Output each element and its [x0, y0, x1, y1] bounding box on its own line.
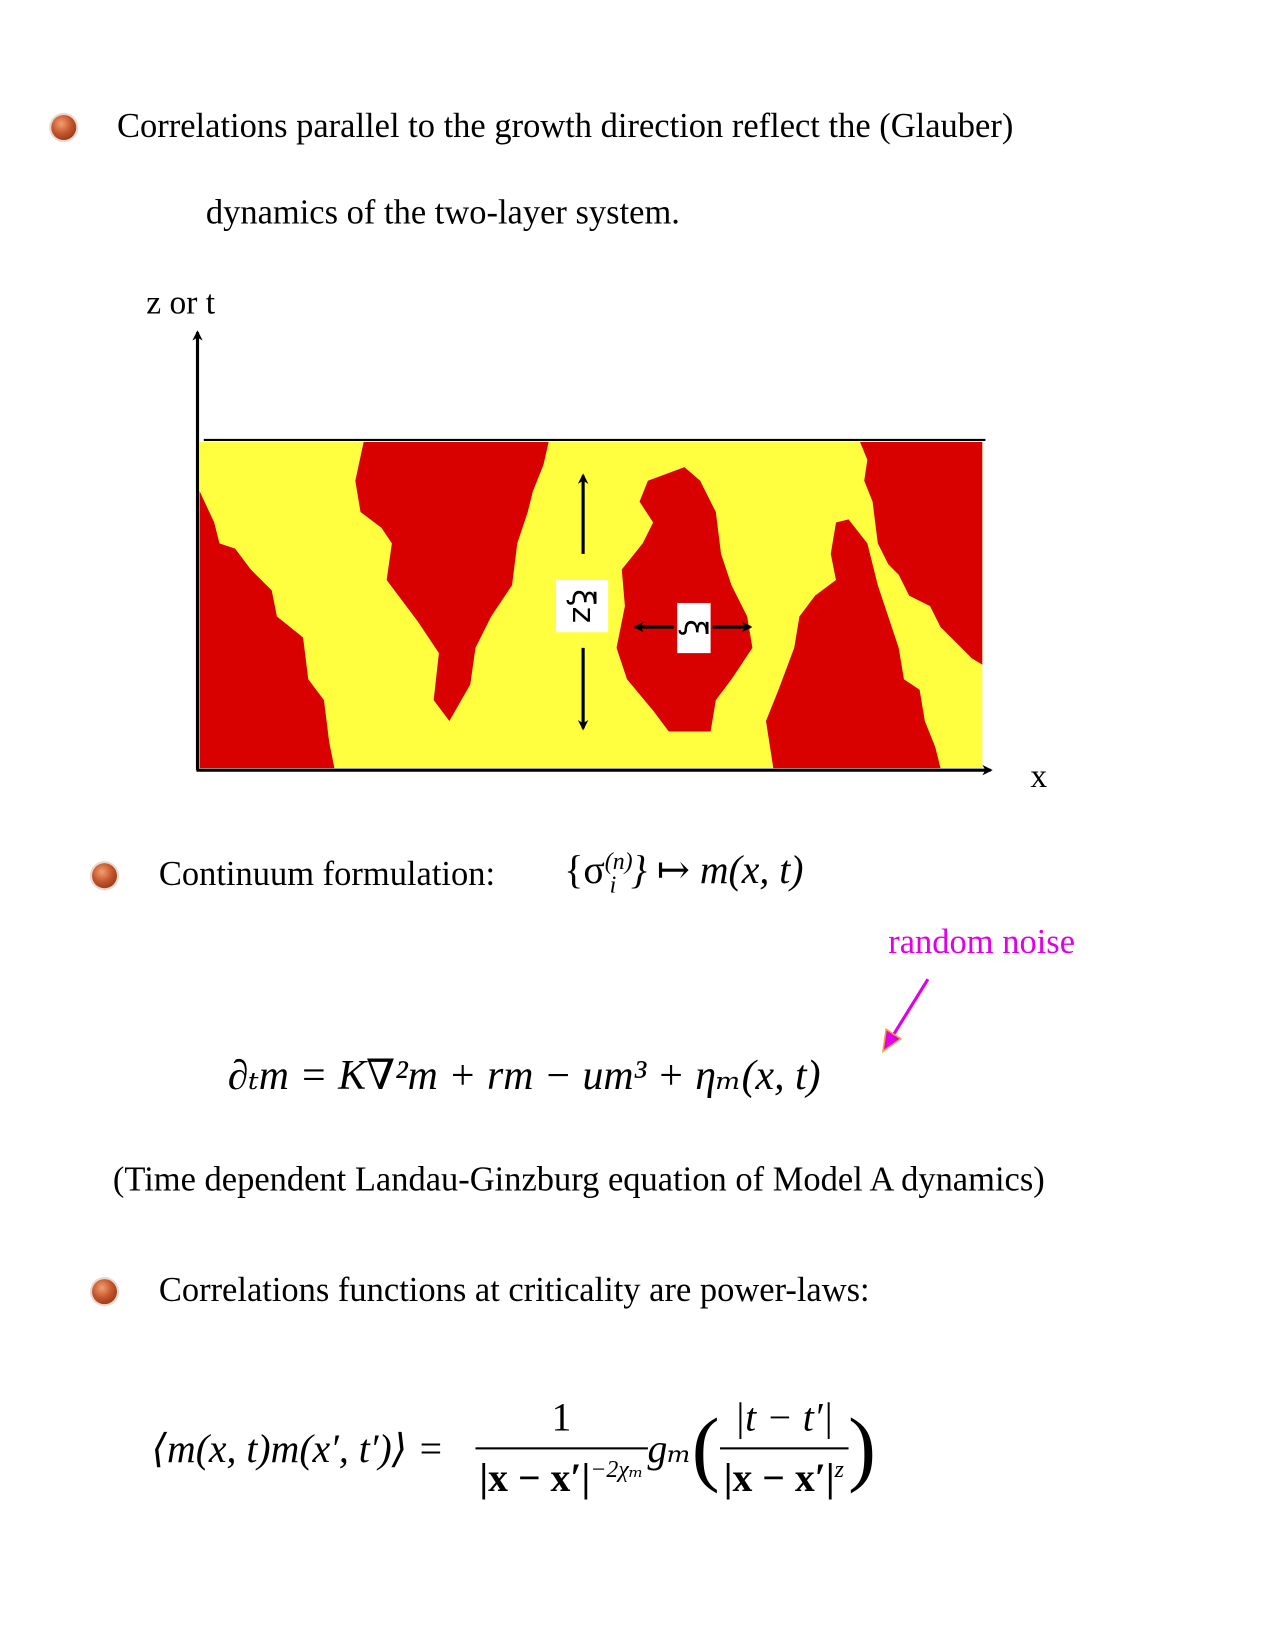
correlation-function-formula: ⟨m(x, t)m(x′, t′)⟩ = 1 |x − x′|−2χₘ gₘ (… — [152, 1395, 876, 1502]
red-domain — [765, 519, 941, 769]
bullet-text: Correlations parallel to the growth dire… — [117, 107, 1014, 146]
bullet-text: Continuum formulation: — [158, 855, 496, 894]
formula-part: {σ — [564, 848, 605, 893]
inner-denominator: |x − x′|z — [719, 1447, 849, 1501]
equation-caption: (Time dependent Landau-Ginzburg equation… — [112, 1160, 1045, 1199]
red-domain — [199, 491, 335, 769]
continuum-mapping-formula: {σ(n)i } ↦ m(x, t) — [564, 846, 803, 898]
denominator-text: |x − x′| — [479, 1456, 591, 1501]
left-paren: ( — [691, 1401, 720, 1494]
fraction-numerator: 1 — [551, 1396, 572, 1441]
xi-z-label: ξz — [565, 589, 601, 623]
arrow-shaft — [889, 978, 930, 1041]
bullet-icon — [91, 1279, 118, 1305]
fraction-denominator: |x − x′|−2χₘ — [475, 1447, 648, 1501]
red-domain — [860, 442, 983, 665]
inner-fraction: |t − t′| |x − x′|z — [719, 1395, 849, 1502]
random-noise-annotation: random noise — [888, 923, 1076, 962]
formula-sub: i — [609, 871, 617, 898]
annotation-arrow — [881, 978, 930, 1053]
x-axis-label: x — [1030, 756, 1048, 795]
red-domain — [355, 442, 549, 722]
xi-z-label-box — [555, 579, 609, 633]
xi-label: ξ — [677, 619, 713, 636]
bullet-icon — [51, 114, 77, 141]
xi-label-box — [677, 602, 711, 654]
inner-exponent: z — [834, 1456, 844, 1483]
scaling-function: gₘ — [647, 1426, 692, 1471]
bullet-text: Correlations functions at criticality ar… — [158, 1271, 870, 1310]
arrow-head-icon — [881, 1028, 903, 1053]
denominator-exponent: −2χₘ — [590, 1456, 644, 1483]
landau-ginzburg-equation: ∂ₜm = K∇²m + rm − um³ + ηₘ(x, t) — [227, 1051, 821, 1099]
inner-numerator: |t − t′| — [734, 1396, 834, 1441]
inner-denominator-text: |x − x′| — [723, 1456, 835, 1501]
formula-part: } ↦ m(x, t) — [630, 848, 804, 893]
bullet-text-continued: dynamics of the two-layer system. — [205, 194, 680, 232]
right-paren: ) — [848, 1401, 876, 1494]
bullet-icon — [91, 863, 118, 889]
fraction: 1 |x − x′|−2χₘ — [475, 1395, 648, 1502]
formula-sup: (n) — [604, 847, 633, 874]
domain-diagram: ξz ξ — [192, 330, 993, 776]
y-axis-label: z or t — [146, 283, 216, 321]
red-domain — [616, 467, 753, 732]
formula-lhs: ⟨m(x, t)m(x′, t′)⟩ = — [151, 1426, 444, 1471]
